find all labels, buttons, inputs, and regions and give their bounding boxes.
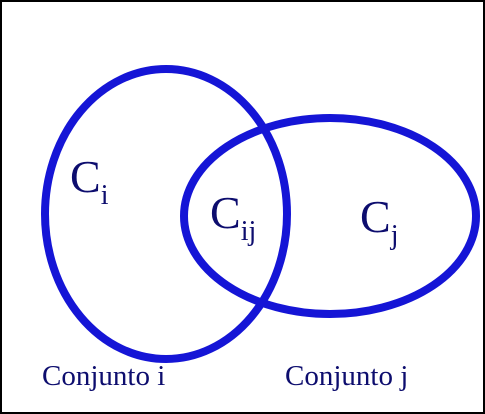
set-i-label-sub: i: [101, 180, 109, 211]
set-j-label-sub: j: [390, 220, 399, 251]
set-j-ellipse: [180, 114, 480, 318]
set-i-ellipse: [41, 65, 291, 363]
set-j-label: Cj: [360, 191, 398, 251]
caption-set-j: Conjunto j: [285, 360, 409, 392]
intersection-label-sub: ij: [241, 216, 257, 247]
set-i-label: Ci: [70, 151, 109, 211]
set-i-label-main: C: [70, 151, 101, 202]
set-j-label-main: C: [360, 191, 391, 242]
caption-set-i: Conjunto i: [42, 360, 166, 392]
intersection-label: Cij: [210, 187, 256, 247]
intersection-label-main: C: [210, 187, 241, 238]
